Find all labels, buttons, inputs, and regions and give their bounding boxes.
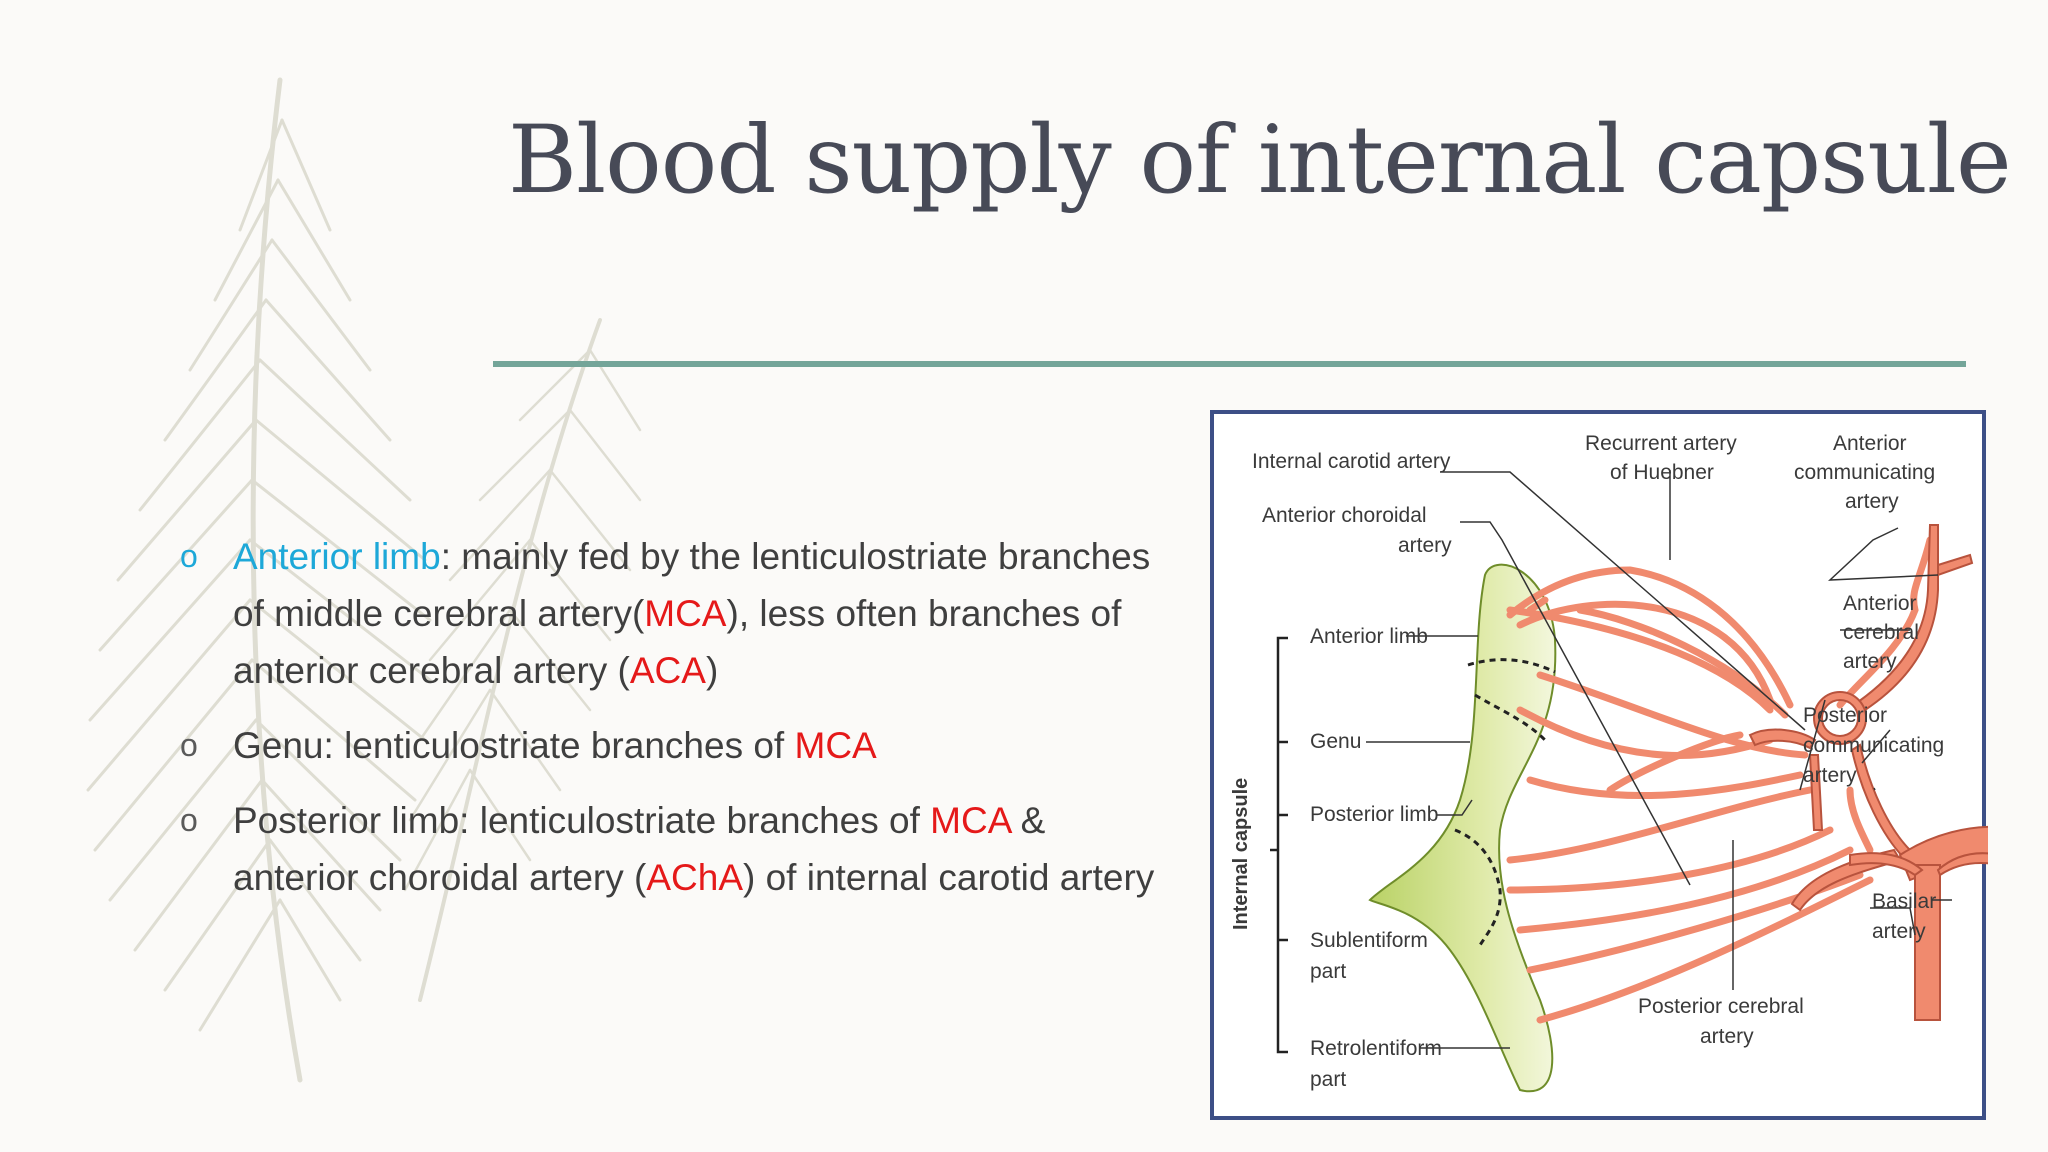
label-recurrent-2: of Huebner (1610, 461, 1714, 484)
bullet-anterior-limb: o Anterior limb: mainly fed by the lentic… (178, 528, 1168, 699)
label-posterior-limb: Posterior limb (1310, 803, 1438, 826)
lenticulostriate-arteries (1506, 536, 1934, 1024)
major-arteries (1748, 524, 1988, 1021)
bullet-marker-icon: o (180, 538, 198, 574)
label-post-comm-3: artery (1803, 764, 1857, 787)
label-retrolentiform-1: Retrolentiform (1310, 1037, 1442, 1060)
abbreviation-aca: ACA (629, 650, 706, 691)
bullet-text: Posterior limb: lenticulostriate branche… (233, 800, 931, 841)
bullet-text: ), less often branches of anterior cereb… (233, 593, 1122, 691)
bullet-text: ) of internal carotid artery (743, 857, 1155, 898)
bullet-text: : mainly fed by the lenticulostriate bra… (233, 536, 1151, 634)
label-ant-cerebral-1: Anterior (1843, 592, 1917, 615)
bullet-marker-icon: o (180, 802, 198, 838)
label-anterior-choroidal-1: Anterior choroidal (1262, 504, 1427, 527)
label-ant-comm-2: communicating (1794, 461, 1935, 484)
abbreviation-mca: MCA (794, 725, 877, 766)
label-ant-comm-3: artery (1845, 490, 1899, 513)
label-genu: Genu (1310, 730, 1361, 753)
label-basilar-1: Basilar (1872, 890, 1936, 913)
label-post-comm-1: Posterior (1803, 704, 1887, 727)
abbreviation-mca: MCA (930, 800, 1011, 841)
capsule-bracket (1270, 636, 1288, 1054)
label-post-cerebral-1: Posterior cerebral (1638, 995, 1804, 1018)
label-basilar-2: artery (1872, 920, 1926, 943)
feather-decoration-icon (86, 77, 642, 1083)
bullet-posterior-limb: o Posterior limb: lenticulostriate branch… (178, 792, 1168, 906)
label-retrolentiform-2: part (1310, 1068, 1346, 1091)
label-recurrent-1: Recurrent artery (1585, 432, 1737, 455)
internal-capsule-diagram: Internal capsule Internal carotid artery… (1210, 410, 1988, 1120)
page-title: Blood supply of internal capsule (508, 106, 2012, 215)
bullet-list: o Anterior limb: mainly fed by the lentic… (178, 528, 1168, 924)
label-ant-cerebral-2: cerebral (1843, 621, 1919, 644)
bullet-genu: o Genu: lenticulostriate branches of MCA (178, 717, 1168, 774)
bullet-text: & anterior choroidal artery ( (233, 800, 1046, 898)
label-anterior-limb: Anterior limb (1310, 625, 1428, 648)
leader-lines (1366, 470, 1952, 1049)
capsule-divisions (1454, 658, 1556, 946)
bullet-text: Genu: lenticulostriate branches of (233, 725, 795, 766)
bullet-marker-icon: o (180, 727, 198, 763)
abbreviation-mca: MCA (644, 593, 727, 634)
capsule-shape (1368, 563, 1557, 1093)
label-post-comm-2: communicating (1803, 734, 1944, 757)
label-anterior-choroidal-2: artery (1398, 534, 1452, 557)
internal-capsule-label: Internal capsule (1230, 778, 1252, 930)
label-sublentiform-1: Sublentiform (1310, 929, 1428, 952)
label-internal-carotid: Internal carotid artery (1252, 450, 1451, 473)
bullet-keyword: Anterior limb (233, 536, 441, 577)
label-sublentiform-2: part (1310, 960, 1346, 983)
label-ant-comm-1: Anterior (1833, 432, 1907, 455)
abbreviation-acha: AChA (646, 857, 743, 898)
bullet-text: ) (705, 650, 719, 691)
label-post-cerebral-2: artery (1700, 1025, 1754, 1048)
label-ant-cerebral-3: artery (1843, 650, 1897, 673)
title-divider (493, 361, 1966, 367)
